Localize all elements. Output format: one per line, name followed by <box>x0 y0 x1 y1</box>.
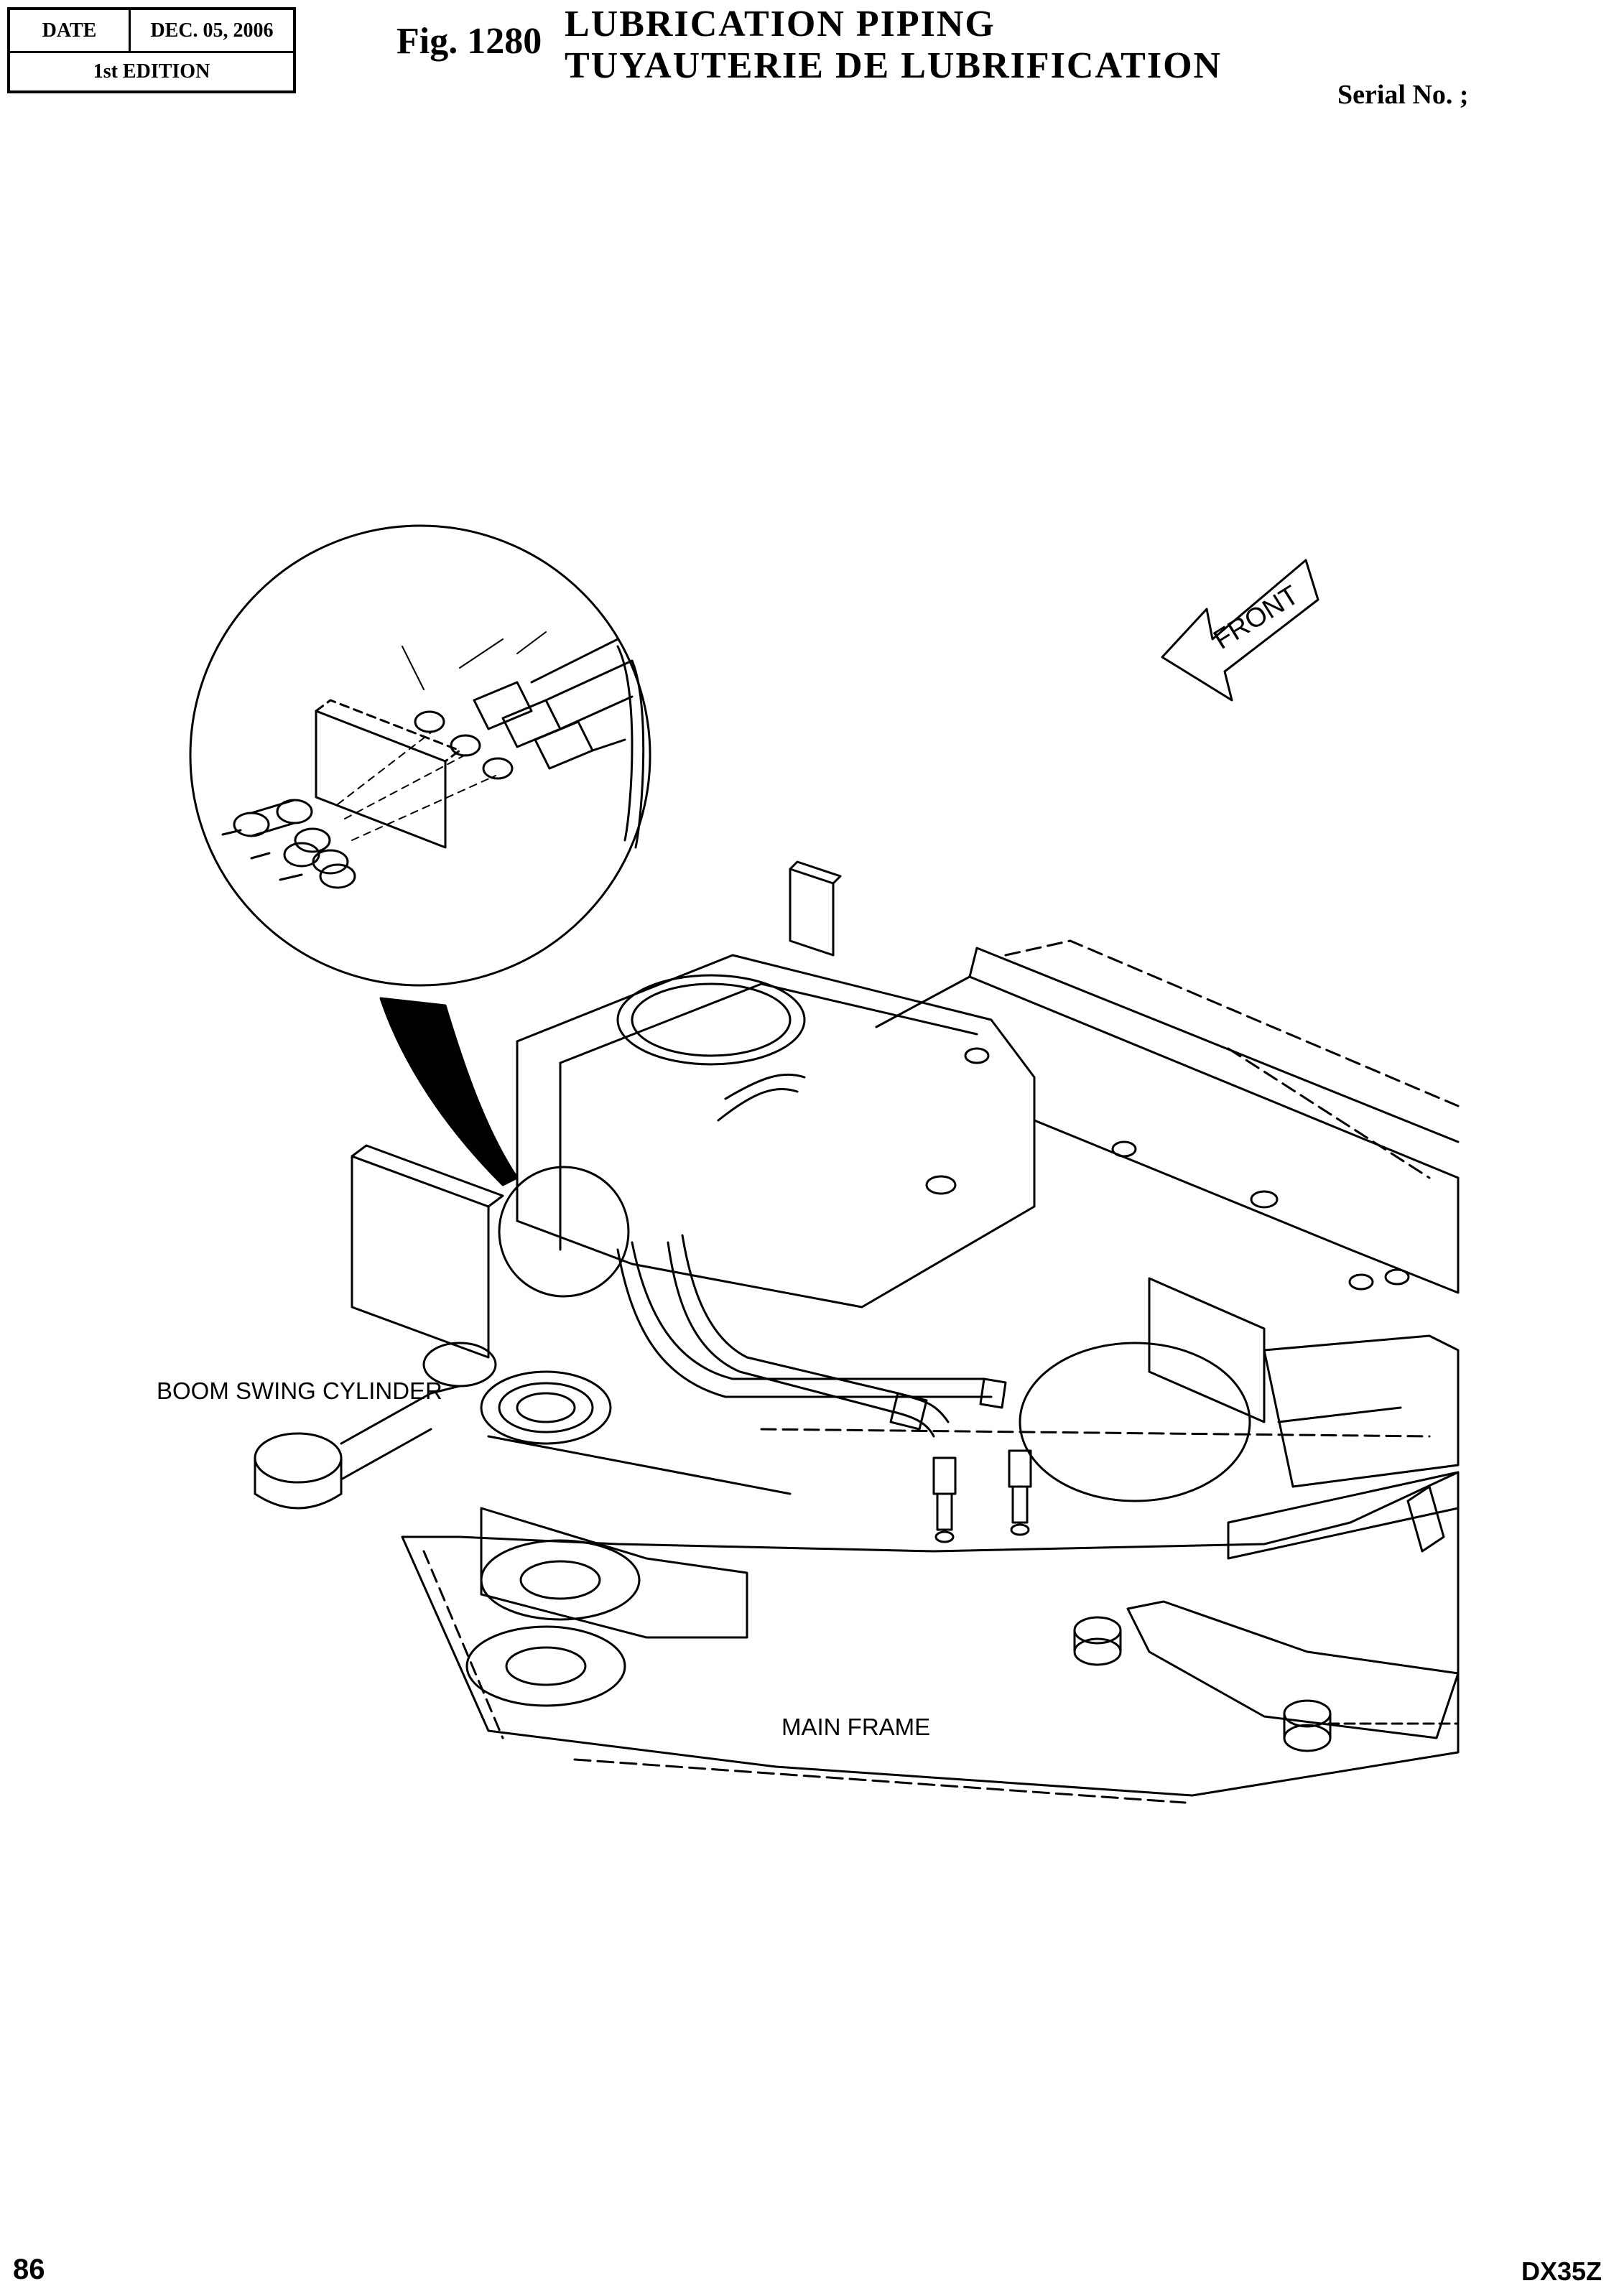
grease-fittings <box>889 1377 1032 1543</box>
revision-info-box: DATE DEC. 05, 2006 1st EDITION <box>7 7 296 93</box>
date-value: DEC. 05, 2006 <box>131 10 293 53</box>
figure-number: Fig. 1280 <box>396 21 542 62</box>
page-title-french: TUYAUTERIE DE LUBRIFICATION <box>565 45 1223 86</box>
detail-callout-circle-small <box>498 1166 630 1298</box>
front-arrow-label: FRONT <box>1209 580 1304 656</box>
main-frame-outline <box>351 860 1460 1804</box>
date-label: DATE <box>10 10 131 53</box>
boom-swing-cylinder <box>254 1342 612 1510</box>
model-code: DX35Z <box>1521 2257 1602 2286</box>
main-frame-label: MAIN FRAME <box>781 1714 931 1740</box>
edition-label: 1st EDITION <box>93 60 210 83</box>
detail-leader-wedge <box>379 997 519 1186</box>
boom-swing-cylinder-label: BOOM SWING CYLINDER <box>157 1377 442 1404</box>
front-direction-arrow <box>1161 559 1319 702</box>
page-title-english: LUBRICATION PIPING <box>565 4 996 45</box>
magnified-detail <box>189 524 651 987</box>
lubrication-hoses <box>616 1073 993 1438</box>
page-number: 86 <box>13 2254 45 2285</box>
serial-number-label: Serial No. ; <box>1337 80 1469 110</box>
swing-bracket <box>465 1435 792 1707</box>
